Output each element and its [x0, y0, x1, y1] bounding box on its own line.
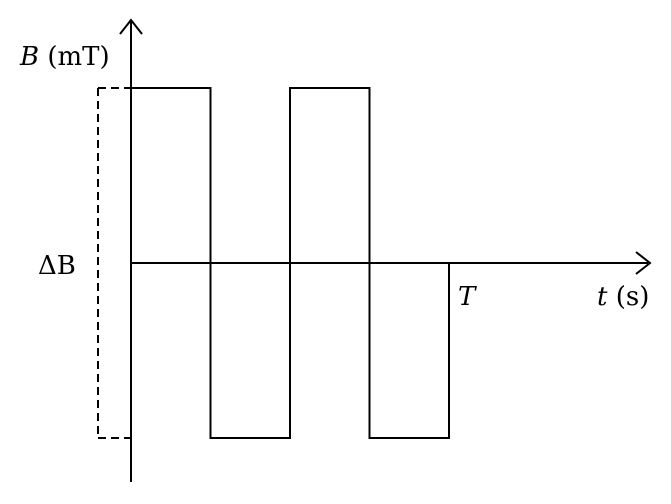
series-line [131, 87, 450, 439]
x-axis-arrow [635, 251, 652, 275]
delta-b-bracket [97, 87, 131, 439]
y-axis-label: B (mT) [19, 42, 110, 72]
delta-b-label: ΔB [38, 251, 76, 281]
y-axis-arrow [119, 18, 143, 35]
x-axis-label: t (s) [597, 282, 649, 312]
period-label: T [458, 282, 477, 312]
